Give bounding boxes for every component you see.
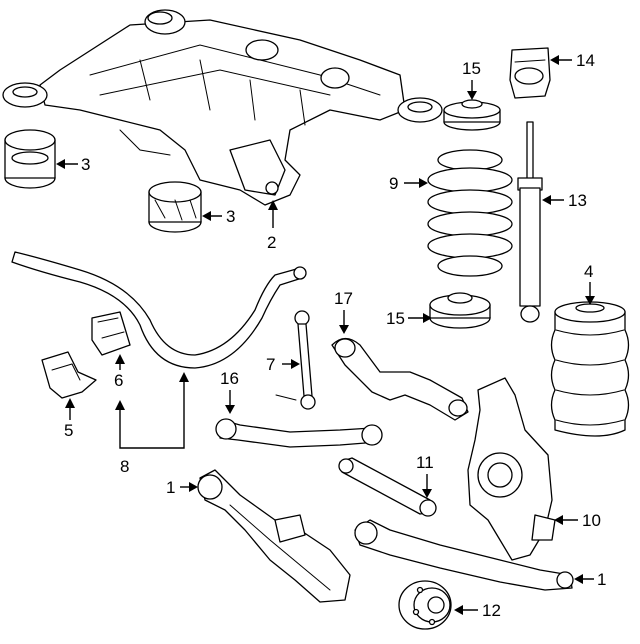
bushing-upper-part bbox=[4, 129, 56, 189]
callout-5: 5 bbox=[64, 421, 73, 440]
callout-13: 13 bbox=[568, 191, 587, 210]
callout-16: 16 bbox=[220, 369, 239, 388]
hub-part bbox=[398, 580, 452, 630]
callout-3-upper: 3 bbox=[81, 155, 90, 174]
callout-15-upper: 15 bbox=[462, 59, 481, 78]
bushing-lower-part bbox=[148, 181, 202, 233]
callout-10: 10 bbox=[582, 511, 601, 530]
upper-control-arm-part bbox=[331, 337, 469, 421]
stabilizer-bar-part bbox=[11, 251, 307, 369]
shock-absorber-part bbox=[517, 121, 543, 323]
callout-3-lower: 3 bbox=[226, 207, 235, 226]
air-spring-part bbox=[550, 301, 630, 437]
callout-2: 2 bbox=[267, 233, 276, 252]
lower-arm-left-part bbox=[197, 469, 351, 603]
stabilizer-link-part bbox=[275, 310, 316, 410]
lower-arm-right-part bbox=[354, 519, 574, 591]
callout-11: 11 bbox=[416, 453, 434, 472]
callout-1-left: 1 bbox=[166, 478, 175, 497]
callout-8: 8 bbox=[120, 457, 129, 476]
stabilizer-bushing-part bbox=[91, 311, 131, 356]
callout-7: 7 bbox=[266, 355, 275, 374]
spring-insulator-upper-part bbox=[443, 99, 501, 131]
callout-17: 17 bbox=[334, 289, 353, 308]
callout-labels: 1 1 2 3 3 4 5 6 7 8 9 10 11 12 13 14 15 … bbox=[64, 51, 606, 620]
callout-1-right: 1 bbox=[597, 570, 606, 589]
callout-12: 12 bbox=[482, 601, 501, 620]
stabilizer-bracket-part bbox=[41, 351, 97, 399]
subframe-part bbox=[2, 9, 443, 206]
callout-6: 6 bbox=[114, 371, 123, 390]
lateral-link-part bbox=[215, 418, 383, 448]
callout-9: 9 bbox=[389, 174, 398, 193]
coil-spring-part bbox=[427, 149, 513, 277]
callout-15-lower: 15 bbox=[386, 309, 405, 328]
callout-4: 4 bbox=[584, 262, 593, 281]
spring-insulator-lower-part bbox=[429, 292, 491, 329]
knuckle-part bbox=[467, 377, 556, 561]
callout-leaders bbox=[56, 55, 595, 615]
callout-14: 14 bbox=[576, 51, 595, 70]
upper-mount-part bbox=[509, 47, 551, 99]
toe-link-part bbox=[338, 457, 437, 517]
